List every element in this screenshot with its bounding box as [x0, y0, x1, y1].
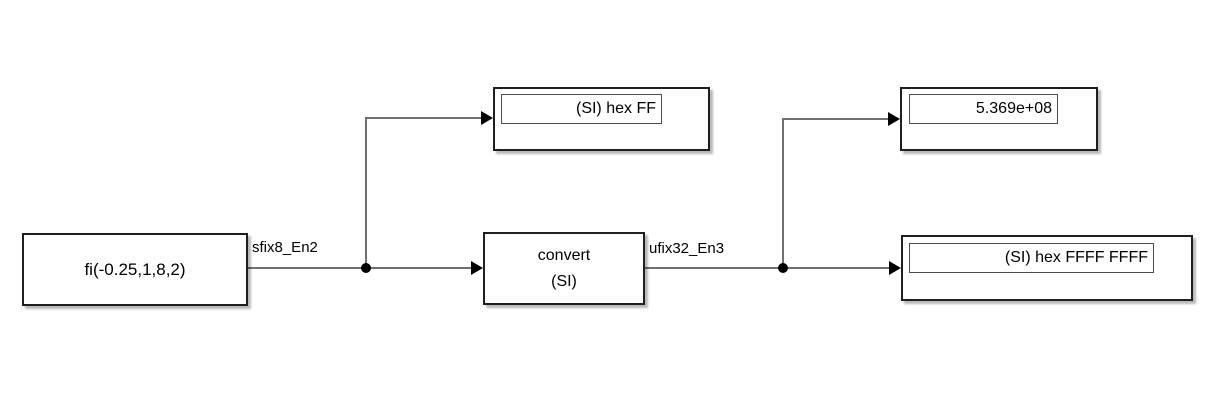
signal-line-ufix32-branch-vertical[interactable] [782, 118, 784, 268]
display-block-hex-ffff[interactable]: (SI) hex FFFF FFFF [901, 235, 1193, 301]
convert-block[interactable]: convert (SI) [483, 232, 645, 305]
branch-point-ufix32[interactable] [778, 263, 788, 273]
display-value-field: (SI) hex FFFF FFFF [909, 243, 1154, 273]
signal-line-sfix8-branch-horizontal[interactable] [366, 117, 481, 119]
signal-line-sfix8[interactable] [248, 267, 471, 269]
signal-label-ufix32[interactable]: ufix32_En3 [649, 240, 725, 257]
display-block-sci[interactable]: 5.369e+08 [900, 87, 1098, 151]
signal-label-sfix8[interactable]: sfix8_En2 [252, 239, 318, 256]
arrowhead-icon [889, 261, 901, 275]
display-value: (SI) hex FF [575, 100, 656, 117]
display-block-hex-ff[interactable]: (SI) hex FF [493, 87, 710, 151]
constant-block[interactable]: fi(-0.25,1,8,2) [22, 233, 248, 306]
constant-block-label: fi(-0.25,1,8,2) [84, 259, 186, 279]
signal-line-sfix8-branch-vertical[interactable] [365, 117, 367, 268]
arrowhead-icon [481, 111, 493, 125]
branch-point-sfix8[interactable] [361, 263, 371, 273]
signal-line-ufix32[interactable] [645, 267, 889, 269]
signal-line-ufix32-branch-horizontal[interactable] [783, 118, 888, 120]
convert-block-label-line2: (SI) [551, 272, 577, 290]
display-value: (SI) hex FFFF FFFF [1004, 249, 1148, 266]
display-value: 5.369e+08 [975, 100, 1052, 117]
arrowhead-icon [888, 112, 900, 126]
display-value-field: 5.369e+08 [909, 94, 1058, 124]
display-value-field: (SI) hex FF [501, 94, 662, 124]
arrowhead-icon [471, 261, 483, 275]
convert-block-label-line1: convert [537, 246, 591, 264]
